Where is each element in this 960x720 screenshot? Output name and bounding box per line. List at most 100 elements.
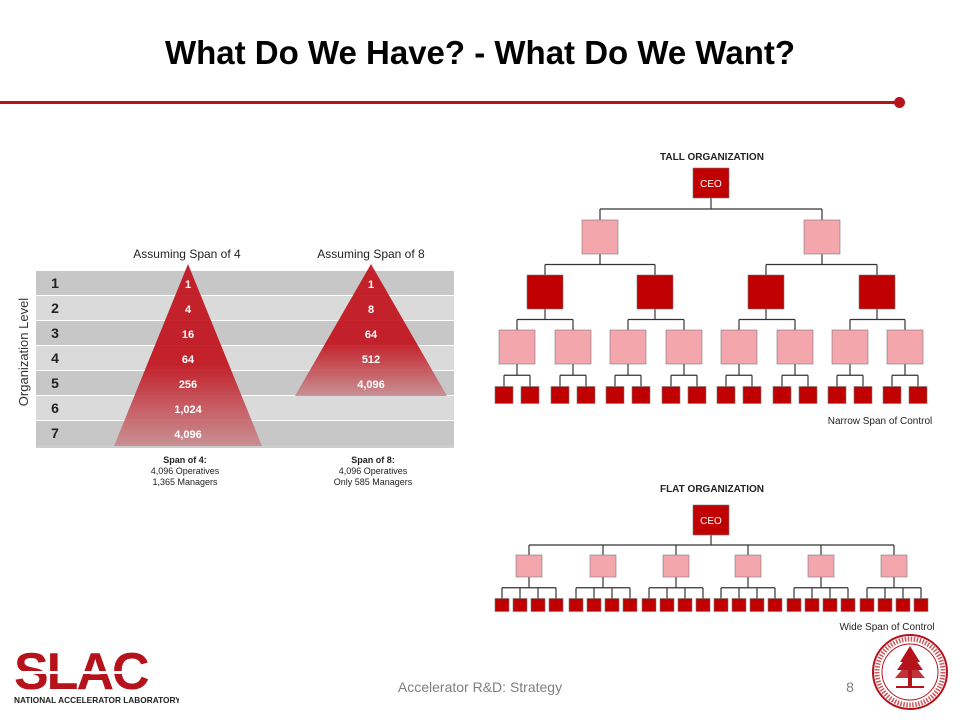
operative-box: [804, 598, 820, 612]
tall-org-connectors: [503, 198, 919, 387]
flat-org-connectors: [501, 535, 922, 599]
operative-box: [908, 386, 928, 404]
operative-box: [661, 386, 681, 404]
level-number: 5: [51, 375, 59, 391]
operative-box: [877, 598, 893, 612]
page-title: What Do We Have? - What Do We Want?: [164, 34, 796, 71]
manager-box: [498, 329, 536, 365]
span-4-value: 16: [182, 329, 194, 341]
span-4-caption-line: 4,096 Operatives: [151, 466, 220, 476]
flat-org-caption: Wide Span of Control: [839, 622, 934, 633]
operative-box: [767, 598, 783, 612]
operative-box: [568, 598, 584, 612]
level-number: 7: [51, 425, 59, 441]
operative-box: [659, 598, 675, 612]
span-4-value: 1: [185, 279, 191, 291]
operative-box: [798, 386, 818, 404]
span-4-value: 1,024: [174, 404, 202, 416]
operative-box: [687, 386, 707, 404]
level-number: 2: [51, 300, 59, 316]
manager-box: [734, 554, 762, 578]
slac-logo-stripe: [14, 671, 176, 674]
manager-box: [803, 219, 841, 255]
span-8-value: 8: [368, 304, 374, 316]
span-4-caption-line: 1,365 Managers: [152, 477, 218, 487]
operative-box: [586, 598, 602, 612]
operative-box: [641, 598, 657, 612]
manager-box: [831, 329, 869, 365]
operative-box: [822, 598, 838, 612]
operative-box: [548, 598, 564, 612]
span-8-value: 4,096: [357, 379, 385, 391]
organization-level-axis-label: Organization Level: [16, 298, 31, 407]
manager-box: [880, 554, 908, 578]
operative-box: [520, 386, 540, 404]
operative-box: [631, 386, 651, 404]
operative-box: [882, 386, 902, 404]
flat-org-root-label: CEO: [700, 516, 722, 527]
operative-box: [742, 386, 762, 404]
operative-box: [772, 386, 792, 404]
ceo-box: [692, 504, 730, 536]
operative-box: [604, 598, 620, 612]
manager-box: [581, 219, 619, 255]
span-8-pyramid: [295, 264, 447, 396]
operative-box: [731, 598, 747, 612]
span-8-caption-title: Span of 8:: [351, 455, 395, 465]
manager-box: [609, 329, 647, 365]
operative-box: [786, 598, 802, 612]
tall-org-caption: Narrow Span of Control: [828, 416, 933, 427]
span-8-value: 64: [365, 329, 378, 341]
ceo-box: [692, 167, 730, 199]
operative-box: [677, 598, 693, 612]
span-8-value: 1: [368, 279, 374, 291]
tall-organization-chart: TALL ORGANIZATION CEO Narrow Span of Con…: [494, 152, 933, 427]
manager-box: [554, 329, 592, 365]
tall-org-title: TALL ORGANIZATION: [660, 152, 764, 163]
operative-box: [605, 386, 625, 404]
level-number: 6: [51, 400, 59, 416]
manager-box: [636, 274, 674, 310]
operative-box: [695, 598, 711, 612]
manager-box: [720, 329, 758, 365]
operative-box: [895, 598, 911, 612]
manager-box: [589, 554, 617, 578]
manager-box: [526, 274, 564, 310]
span-4-caption-title: Span of 4:: [163, 455, 207, 465]
flat-organization-chart: FLAT ORGANIZATION CEO Wide Span of Contr…: [494, 484, 935, 633]
manager-box: [886, 329, 924, 365]
operative-box: [550, 386, 570, 404]
operative-box: [749, 598, 765, 612]
page-number: 8: [846, 679, 854, 695]
title-underline-dot: [894, 97, 905, 108]
manager-box: [665, 329, 703, 365]
span-4-heading: Assuming Span of 4: [133, 247, 241, 261]
slac-logo-subtitle: NATIONAL ACCELERATOR LABORATORY: [14, 695, 179, 705]
slac-logo: SLAC NATIONAL ACCELERATOR LABORATORY: [14, 645, 179, 705]
span-4-value: 4,096: [174, 429, 202, 441]
operative-box: [859, 598, 875, 612]
span-8-value: 512: [362, 354, 380, 366]
operative-box: [512, 598, 528, 612]
tall-org-root-label: CEO: [700, 179, 722, 190]
title-underline: [0, 101, 900, 104]
pyramid-figure: Organization Level 1 2 3 4 5 6 7 Assumin…: [16, 247, 454, 487]
operative-box: [713, 598, 729, 612]
manager-box: [747, 274, 785, 310]
operative-box: [827, 386, 847, 404]
level-number: 3: [51, 325, 59, 341]
tall-org-boxes: [494, 167, 928, 404]
flat-org-title: FLAT ORGANIZATION: [660, 484, 764, 495]
manager-box: [807, 554, 835, 578]
operative-box: [494, 386, 514, 404]
flat-org-boxes: [494, 504, 929, 612]
operative-box: [913, 598, 929, 612]
span-4-value: 64: [182, 354, 195, 366]
manager-box: [662, 554, 690, 578]
span-4-pyramid: [114, 264, 262, 446]
manager-box: [858, 274, 896, 310]
level-number: 1: [51, 275, 59, 291]
span-8-caption-line: 4,096 Operatives: [339, 466, 408, 476]
stanford-seal: [872, 634, 948, 710]
